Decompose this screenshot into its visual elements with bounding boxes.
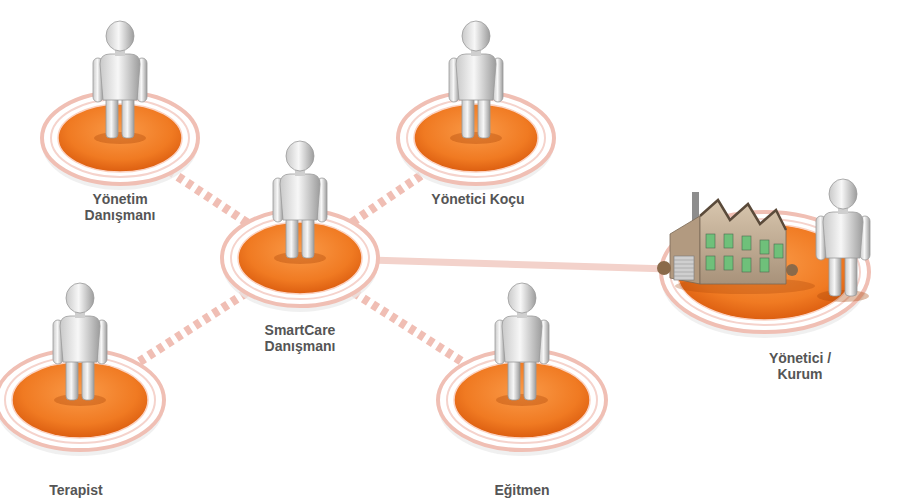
person-figure bbox=[449, 21, 503, 144]
disc-figure bbox=[12, 362, 148, 438]
disc-figure bbox=[677, 224, 853, 320]
disc-figure bbox=[238, 222, 362, 294]
role-label: Yönetici / Kurum bbox=[752, 350, 848, 382]
role-label: Eğitmen bbox=[474, 482, 570, 498]
person-figure bbox=[53, 283, 107, 406]
disc-figure bbox=[58, 104, 182, 172]
role-label: Terapist bbox=[28, 482, 124, 498]
dotted-connector bbox=[172, 172, 247, 222]
role-node: Terapist bbox=[12, 362, 148, 438]
role-node: Yönetim Danışmanı bbox=[58, 104, 182, 172]
role-node: Eğitmen bbox=[454, 362, 590, 438]
person-figure bbox=[495, 283, 549, 406]
person-figure bbox=[93, 21, 147, 144]
role-node: Yönetici Koçu bbox=[414, 104, 538, 172]
dotted-connector bbox=[137, 293, 246, 364]
disc-figure bbox=[454, 362, 590, 438]
disc-figure bbox=[414, 104, 538, 172]
factory-building bbox=[657, 192, 815, 294]
dotted-connector bbox=[352, 173, 425, 223]
dotted-connector bbox=[354, 293, 465, 364]
person-figure bbox=[273, 141, 327, 264]
solid-connector bbox=[378, 260, 661, 269]
role-node: SmartCare Danışmanı bbox=[238, 222, 362, 294]
role-label: Yönetici Koçu bbox=[430, 191, 526, 207]
role-node: Yönetici / Kurum bbox=[677, 224, 853, 320]
role-label: SmartCare Danışmanı bbox=[252, 322, 348, 354]
person-figure bbox=[816, 179, 870, 302]
role-label: Yönetim Danışmanı bbox=[72, 191, 168, 223]
